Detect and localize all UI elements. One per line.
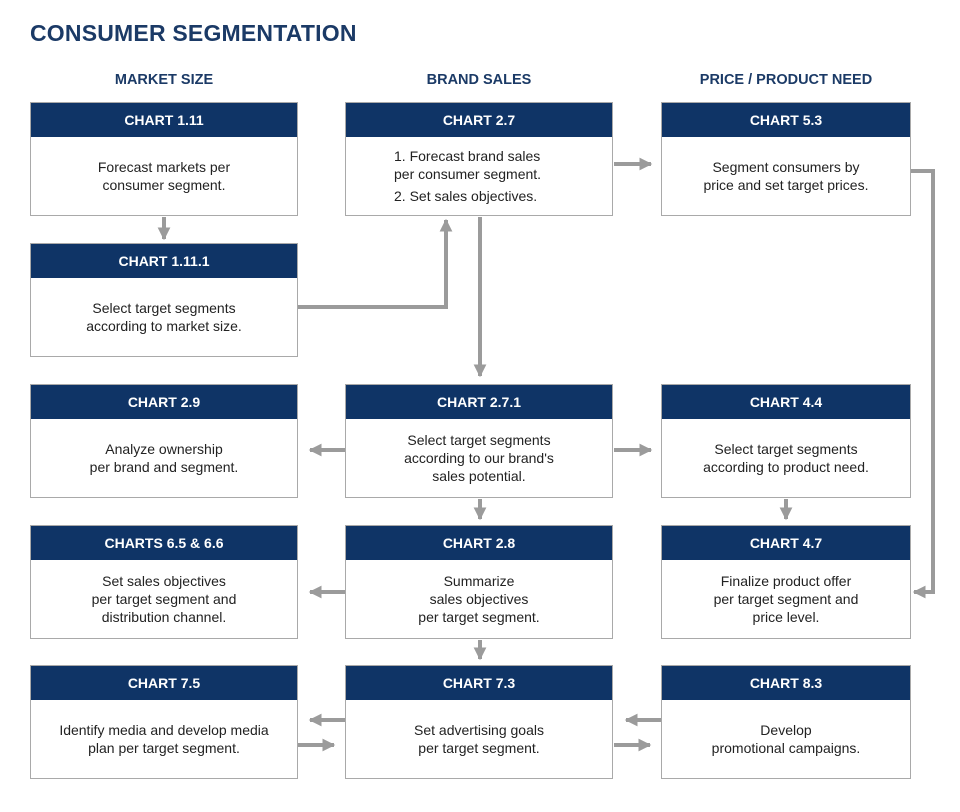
chart-box-2-9: CHART 2.9 Analyze ownership per brand an… bbox=[30, 384, 298, 498]
chart-box-2-8: CHART 2.8 Summarize sales objectives per… bbox=[345, 525, 613, 639]
list-item: 2. Set sales objectives. bbox=[394, 188, 538, 204]
chart-box-label: CHART 2.7.1 bbox=[346, 385, 612, 419]
chart-box-label: CHART 7.3 bbox=[346, 666, 612, 700]
chart-box-text: Summarize sales objectives per target se… bbox=[418, 573, 540, 625]
chart-box-text: Set advertising goals per target segment… bbox=[414, 722, 544, 756]
chart-box-4-7: CHART 4.7 Finalize product offer per tar… bbox=[661, 525, 911, 639]
chart-box-text: Develop promotional campaigns. bbox=[711, 722, 861, 756]
chart-box-label: CHART 1.11 bbox=[31, 103, 297, 137]
chart-box-6-5-6-6: CHARTS 6.5 & 6.6 Set sales objectives pe… bbox=[30, 525, 298, 639]
chart-box-7-5: CHART 7.5 Identify media and develop med… bbox=[30, 665, 298, 779]
column-heading-brand-sales: BRAND SALES bbox=[426, 72, 532, 88]
chart-box-label: CHARTS 6.5 & 6.6 bbox=[31, 526, 297, 560]
chart-box-text: Select target segments according to prod… bbox=[703, 441, 869, 475]
list-item: 1. Forecast brand sales per consumer seg… bbox=[394, 148, 542, 182]
chart-box-text: Segment consumers by price and set targe… bbox=[703, 159, 869, 193]
chart-box-text: Identify media and develop media plan pe… bbox=[59, 722, 269, 756]
chart-box-label: CHART 8.3 bbox=[662, 666, 910, 700]
chart-box-list: 1. Forecast brand sales per consumer seg… bbox=[346, 137, 612, 215]
chart-box-2-7-1: CHART 2.7.1 Select target segments accor… bbox=[345, 384, 613, 498]
chart-box-label: CHART 5.3 bbox=[662, 103, 910, 137]
chart-box-8-3: CHART 8.3 Develop promotional campaigns. bbox=[661, 665, 911, 779]
chart-box-text: Select target segments according to mark… bbox=[86, 300, 242, 334]
column-heading-market-size: MARKET SIZE bbox=[114, 72, 214, 88]
chart-box-label: CHART 4.4 bbox=[662, 385, 910, 419]
chart-box-text: Select target segments according to our … bbox=[404, 432, 554, 484]
chart-box-label: CHART 7.5 bbox=[31, 666, 297, 700]
chart-box-2-7: CHART 2.7 1. Forecast brand sales per co… bbox=[345, 102, 613, 216]
chart-box-1-11: CHART 1.11 Forecast markets per consumer… bbox=[30, 102, 298, 216]
chart-box-7-3: CHART 7.3 Set advertising goals per targ… bbox=[345, 665, 613, 779]
chart-box-1-11-1: CHART 1.11.1 Select target segments acco… bbox=[30, 243, 298, 357]
arrow-5-3-to-4-7 bbox=[911, 169, 935, 599]
chart-box-text: Set sales objectives per target segment … bbox=[91, 573, 237, 625]
chart-box-5-3: CHART 5.3 Segment consumers by price and… bbox=[661, 102, 911, 216]
page-title: CONSUMER SEGMENTATION bbox=[30, 20, 357, 46]
chart-box-text: Forecast markets per consumer segment. bbox=[97, 159, 231, 193]
chart-box-label: CHART 1.11.1 bbox=[31, 244, 297, 278]
chart-box-label: CHART 2.7 bbox=[346, 103, 612, 137]
chart-box-4-4: CHART 4.4 Select target segments accordi… bbox=[661, 384, 911, 498]
chart-box-label: CHART 2.9 bbox=[31, 385, 297, 419]
chart-box-text: Finalize product offer per target segmen… bbox=[713, 573, 859, 625]
column-heading-price-product-need: PRICE / PRODUCT NEED bbox=[699, 72, 873, 88]
chart-box-label: CHART 2.8 bbox=[346, 526, 612, 560]
chart-box-label: CHART 4.7 bbox=[662, 526, 910, 560]
chart-box-text: Analyze ownership per brand and segment. bbox=[89, 441, 239, 475]
arrow-1-11-1-to-2-7 bbox=[298, 218, 453, 309]
